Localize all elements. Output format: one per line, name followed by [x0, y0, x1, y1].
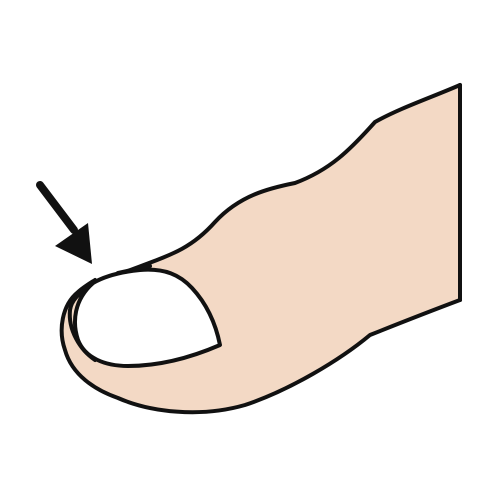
fingernail-tip-line	[116, 264, 152, 275]
finger-outline-bottom	[59, 278, 462, 415]
arrow-down-right-icon	[36, 181, 92, 264]
finger-outline-top	[123, 83, 462, 274]
fingernail-free-edge	[67, 281, 97, 362]
